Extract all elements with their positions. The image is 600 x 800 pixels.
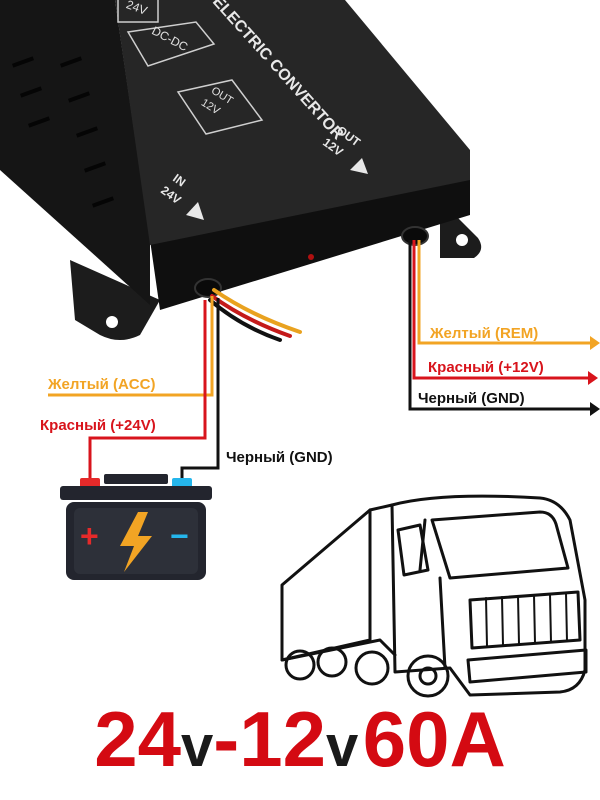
headline-input-voltage: 24 [94,695,181,783]
output-red-label: Красный (+12V) [428,359,544,376]
status-led [308,254,314,260]
rear-wheel-2 [316,646,348,678]
cab-windshield [430,510,570,580]
output-black-label: Черный (GND) [418,390,525,407]
output-yellow-leader [417,240,592,345]
out-12v-box [176,79,264,135]
right-mount-hole [456,234,468,246]
device-front-side [150,175,470,310]
in-arrow-icon [186,202,204,220]
headline-output-voltage: 12 [239,695,326,783]
block-top-box [117,0,159,23]
cab-door-line [438,576,447,670]
output-yellow-arrow-icon [590,336,600,350]
battery-icon: + − [60,474,212,580]
input-leader-lines [48,296,220,480]
trailer-top-edge [368,503,394,512]
rear-wheel-1 [284,649,316,681]
input-yellow-leader [48,296,214,397]
truck-outline-icon [280,494,588,698]
truck-grille [468,590,582,650]
input-red-label: Красный (+24V) [40,417,156,434]
headline-dash: - [213,695,240,783]
battery-top-bar [104,474,168,484]
lightning-bolt-icon [120,512,152,572]
device-left-side [0,0,150,305]
truck-bumper [466,648,588,684]
left-mount-hole [106,316,118,328]
battery-plus-symbol: + [80,518,99,554]
converter-device: 24V DC-DC OUT 12V ELECTRIC CONVERTOR OUT… [0,0,482,340]
device-top-face [115,0,470,245]
output-red-leader [412,240,590,380]
battery-negative-terminal [172,478,192,488]
output-black-leader [408,240,592,411]
input-black-leader [180,298,220,480]
headline-unit-2: v [325,714,359,779]
side-vents [11,56,115,208]
headline-unit-1: v [180,714,214,779]
out-arrow-icon [350,158,368,174]
headline-current: 60A [362,695,506,783]
headline: 24v-12v 60A [0,700,600,778]
cab-side-window [396,523,430,577]
front-wheel-hub [418,666,438,686]
output-black-arrow-icon [590,402,600,416]
input-yellow-label: Желтый (ACC) [47,376,155,393]
cab-mirror [418,518,427,572]
left-mounting-flange [70,260,160,340]
output-wire-bundle [408,240,592,411]
trailer-chassis [280,638,397,662]
output-red-arrow-icon [588,371,598,385]
truck-trailer [280,508,372,662]
input-wire-bundle [208,288,302,342]
dc-dc-arrow-box [126,21,216,67]
battery-lid [60,486,212,500]
input-black-label: Черный (GND) [226,449,333,466]
battery-positive-terminal [80,478,100,488]
front-wheel [406,654,450,698]
truck-cab [390,494,587,697]
battery-minus-symbol: − [170,518,189,554]
middle-wheel [354,650,390,686]
output-yellow-label: Желтый (REM) [429,325,538,342]
input-red-leader [88,300,207,480]
